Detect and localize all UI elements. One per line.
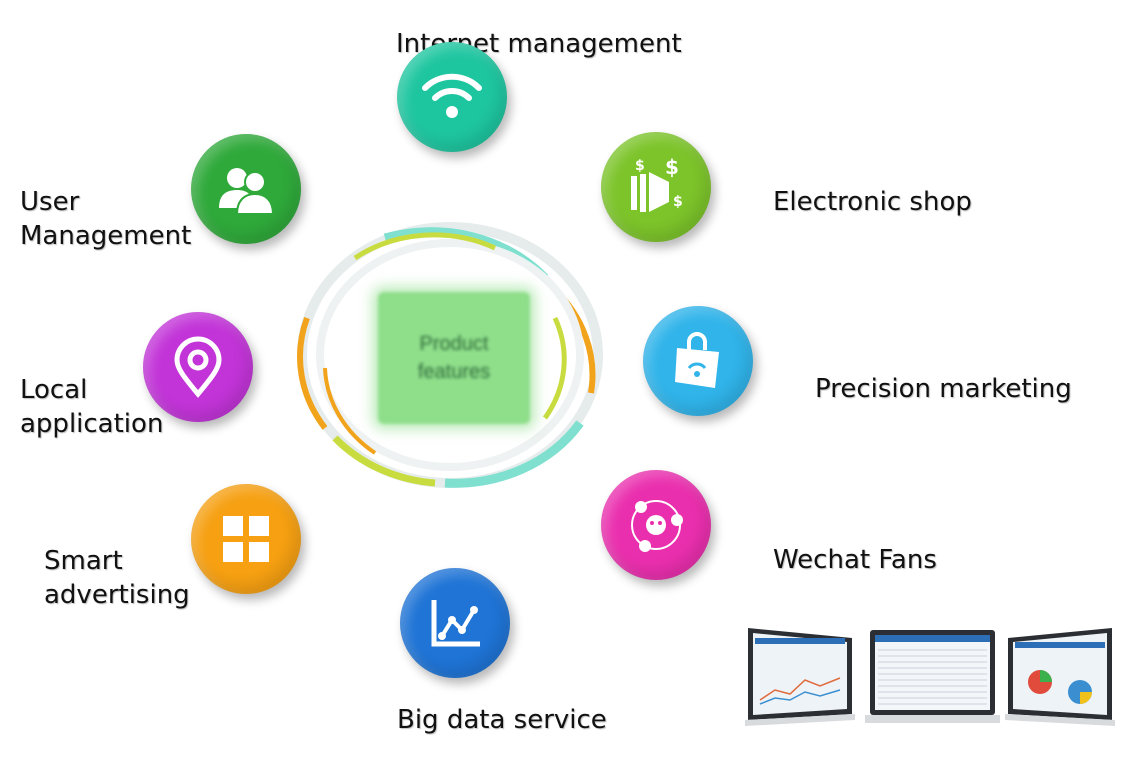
svg-text:$: $ — [635, 158, 645, 174]
center-ring — [297, 222, 603, 488]
user-management-line2: Management — [20, 221, 192, 251]
electronic-shop-label: Electronic shop — [773, 187, 972, 217]
local-application-line1: Local — [20, 375, 88, 405]
precision-marketing-label: Precision marketing — [815, 374, 1072, 404]
big-data-service-circle — [400, 568, 510, 678]
product-features-box: Product features — [378, 292, 530, 424]
line-chart-icon — [431, 600, 480, 647]
smart-advertising-circle — [191, 484, 301, 594]
smart-advertising-line2: advertising — [44, 580, 190, 610]
location-pin-icon — [174, 336, 222, 398]
cash-icon: $ $ $ — [631, 155, 683, 212]
local-application-line2: application — [20, 409, 164, 439]
shopping-bag-icon — [675, 332, 719, 388]
grid-icon — [223, 516, 269, 562]
smart-advertising-label: Smart advertising — [44, 544, 190, 612]
wechat-network-icon — [631, 500, 683, 552]
internet-management-circle — [397, 42, 507, 152]
dashboard-monitors-image — [745, 628, 1115, 726]
center-line2: features — [417, 361, 491, 383]
user-management-circle — [191, 134, 301, 244]
user-management-label: User Management — [20, 185, 191, 253]
wifi-icon — [422, 73, 482, 118]
big-data-service-label: Big data service — [397, 705, 607, 735]
users-icon — [219, 168, 275, 215]
svg-text:$: $ — [665, 155, 679, 179]
local-application-circle — [143, 312, 253, 422]
electronic-shop-circle: $ $ $ — [601, 132, 711, 242]
local-application-label: Local application — [20, 373, 163, 441]
svg-text:$: $ — [673, 194, 683, 210]
user-management-line1: User — [20, 187, 80, 217]
smart-advertising-line1: Smart — [44, 546, 123, 576]
wechat-fans-label: Wechat Fans — [773, 545, 937, 575]
wechat-fans-circle — [601, 470, 711, 580]
center-line1: Product — [419, 333, 489, 355]
precision-marketing-circle — [643, 306, 753, 416]
